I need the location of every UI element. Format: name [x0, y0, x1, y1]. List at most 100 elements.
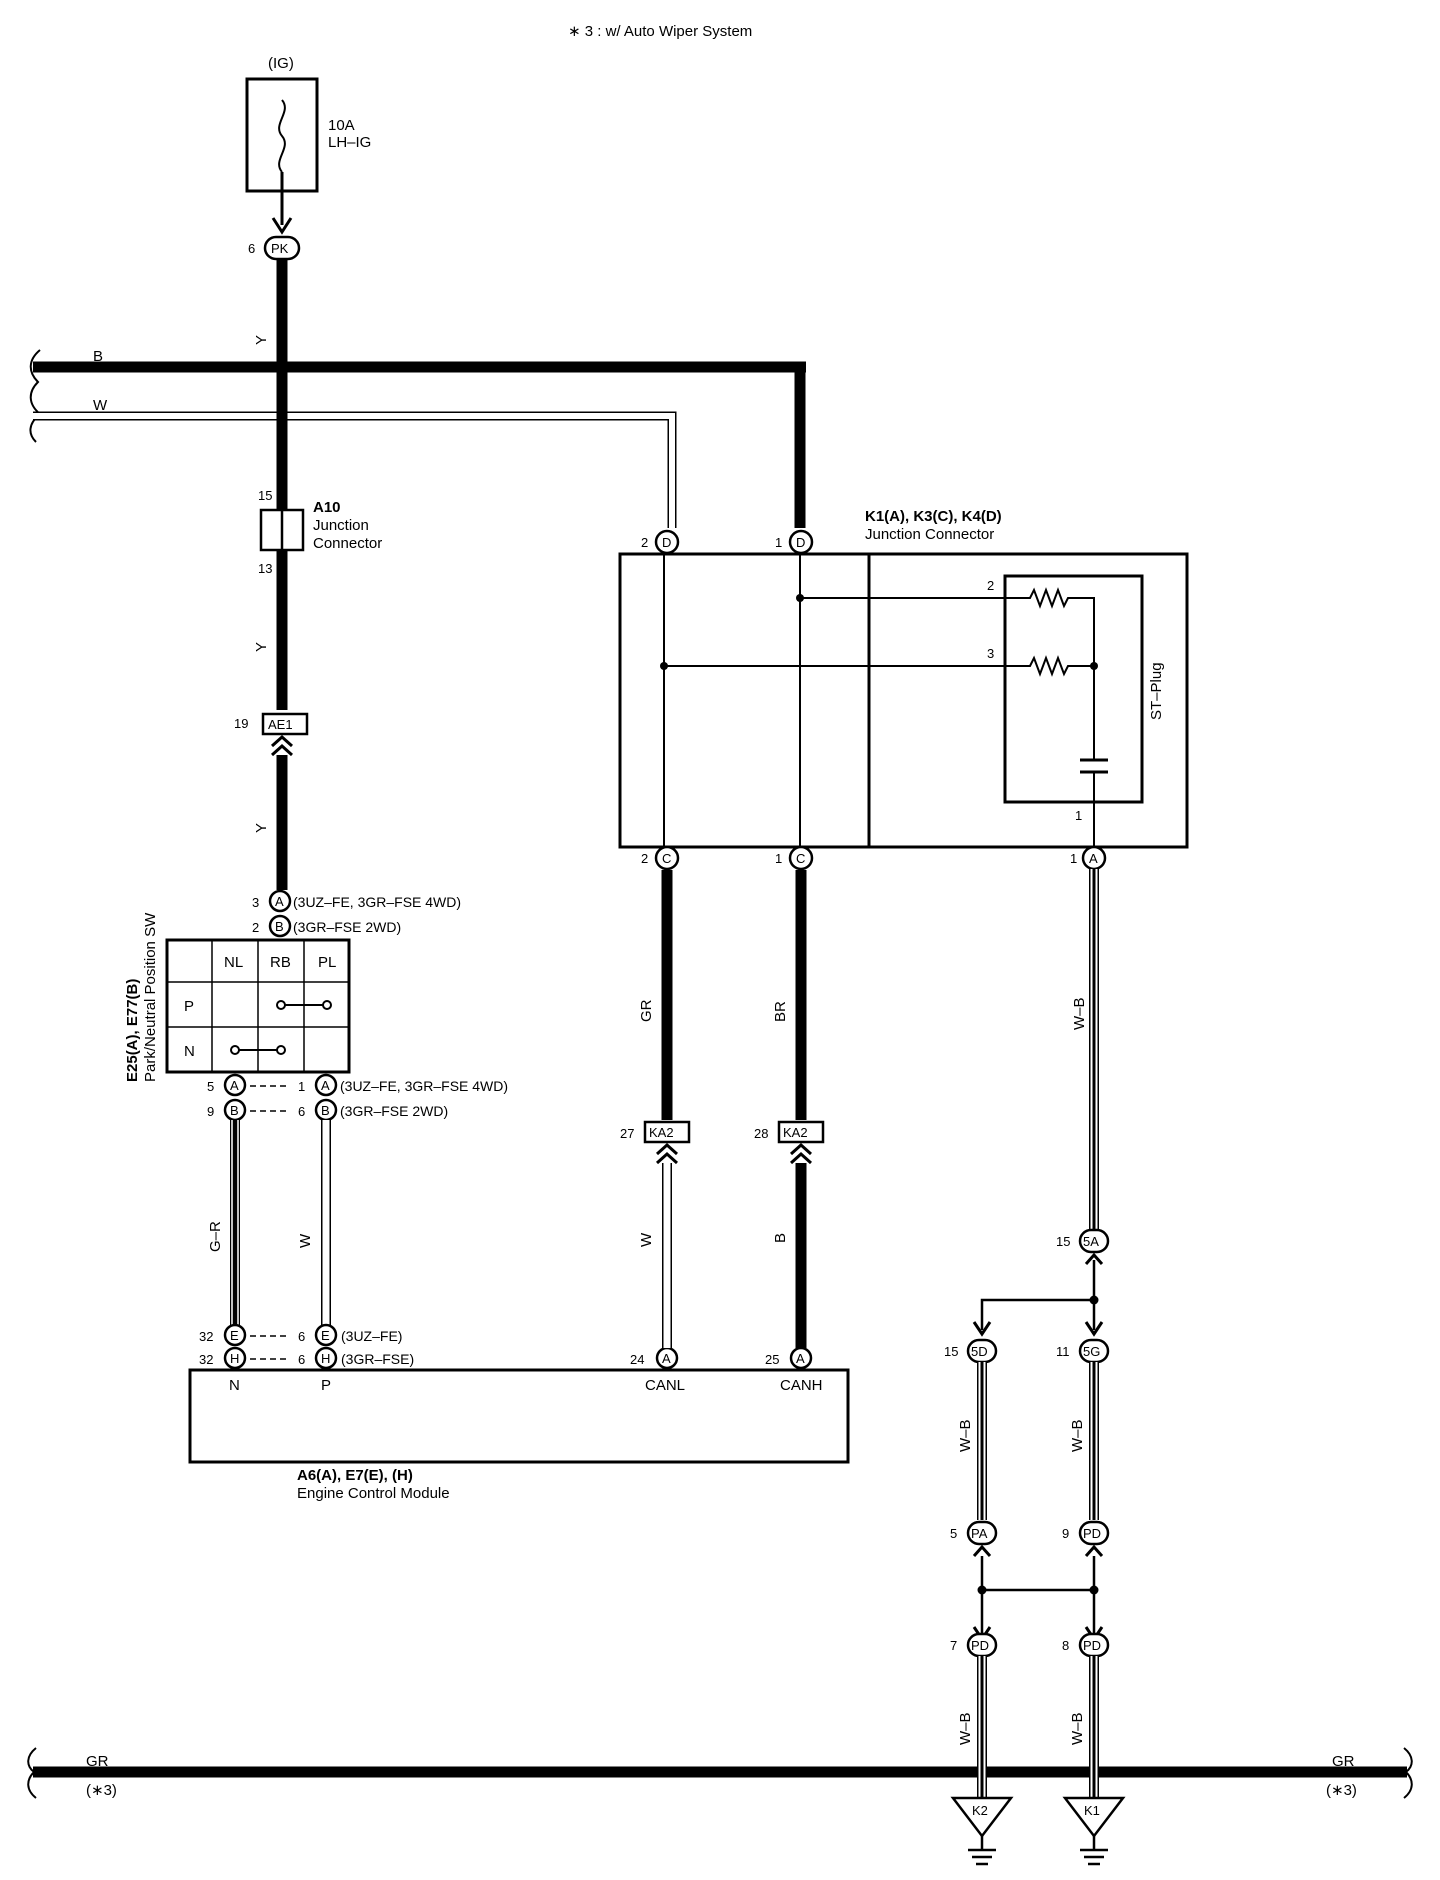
pnp-row-n: N — [184, 1043, 195, 1060]
ae1-chevron-icon — [270, 734, 294, 757]
wire-w-bus — [33, 411, 677, 528]
ecm-pin-e-left: 32 — [199, 1329, 213, 1344]
pd2-pin: 7 — [950, 1638, 957, 1653]
connector-ae1: 19 AE1 — [234, 712, 309, 757]
connector-pd-left: 7 PD — [950, 1632, 998, 1658]
resistor-1-icon — [1026, 587, 1095, 666]
header-note: ∗ 3 : w/ Auto Wiper System — [568, 23, 752, 40]
ka2-pin-right: 28 — [754, 1126, 768, 1141]
wire-y3-label: Y — [253, 823, 270, 833]
jc-id: K1(A), K3(C), K4(D) — [865, 508, 1002, 525]
pnp-bot-right-a: 1 — [298, 1079, 305, 1094]
connector-pd-upper: 9 PD — [1062, 1520, 1110, 1557]
jc-pin-c1: 1 — [775, 851, 782, 866]
connector-5a: 15 5A — [1056, 1228, 1110, 1265]
connector-5d: 15 5D — [944, 1338, 998, 1364]
pnp-switch: 3 A (3UZ–FE, 3GR–FSE 4WD) 2 B (3GR–FSE 2… — [124, 889, 508, 1122]
a10-line1: Junction — [313, 517, 369, 534]
gr-bus-note-left: (∗3) — [86, 1782, 117, 1799]
wire-wb-k2-label: W–B — [957, 1712, 974, 1745]
wire-gr-kj-label: GR — [638, 999, 655, 1022]
ecm-conn-h-right: H — [321, 1351, 330, 1366]
jc-pin-d2: 2 — [641, 535, 648, 550]
ka2-pin-left: 27 — [620, 1126, 634, 1141]
fuse-name: LH–IG — [328, 134, 371, 151]
pnp-header-pl: PL — [318, 954, 336, 971]
pnp-bot-right-b: 6 — [298, 1104, 305, 1119]
pnp-conn-b: B — [275, 919, 284, 934]
wire-b-label: B — [93, 348, 103, 365]
wire-wb-5d-label: W–B — [957, 1419, 974, 1452]
5a-pin: 15 — [1056, 1234, 1070, 1249]
wire-y1-label: Y — [253, 335, 270, 345]
ka2-right-chevron-icon — [789, 1142, 813, 1165]
pnp-bot-right-a-conn: A — [321, 1078, 330, 1093]
pnp-contact-n-icon — [230, 1045, 286, 1055]
wire-wb-5g — [1089, 1362, 1099, 1520]
pnp-note-a: (3UZ–FE, 3GR–FSE 4WD) — [293, 894, 461, 910]
jc-conn-a: A — [1089, 851, 1098, 866]
pnp-pin-b: 2 — [252, 920, 259, 935]
pnp-bot-right-b-conn: B — [321, 1103, 330, 1118]
wire-w-label: W — [93, 397, 108, 414]
ecm-terminal-p: P — [321, 1377, 331, 1394]
fuse-element-icon — [278, 99, 286, 173]
a10-junction-connector: 15 13 A10 Junction Connector — [258, 488, 382, 576]
junction-connector: K1(A), K3(C), K4(D) Junction Connector 2… — [618, 508, 1189, 871]
pnp-bot-left-b-conn: B — [230, 1103, 239, 1118]
jc-resistor-pin-2: 2 — [987, 578, 994, 593]
ecm-terminal-canh: CANH — [780, 1377, 823, 1394]
ground-k2-label: K2 — [972, 1803, 988, 1818]
pnp-note-bot-a: (3UZ–FE, 3GR–FSE 4WD) — [340, 1078, 508, 1094]
wire-wb-5d — [977, 1362, 987, 1520]
jc-plug-pin-1: 1 — [1075, 808, 1082, 823]
a10-id: A10 — [313, 499, 341, 516]
pnp-note-bot-b: (3GR–FSE 2WD) — [340, 1103, 448, 1119]
fuse-supply-label: (IG) — [268, 55, 294, 72]
jc-plug-name: ST–Plug — [1148, 662, 1165, 720]
gr-bus-label-left: GR — [86, 1753, 109, 1770]
ecm-pin-h-right: 6 — [298, 1352, 305, 1367]
ka2-label-left: KA2 — [649, 1125, 674, 1140]
jc-pin-a1: 1 — [1070, 851, 1077, 866]
pd1-pin: 9 — [1062, 1526, 1069, 1541]
pk-pin: 6 — [248, 241, 255, 256]
ecm-conn-e-right: E — [321, 1328, 330, 1343]
fuse-arrow-icon — [271, 217, 293, 235]
pnp-name: Park/Neutral Position SW — [142, 912, 159, 1082]
pk-label: PK — [271, 241, 289, 256]
wire-w-can-label: W — [638, 1232, 655, 1247]
ecm-conn-a-canh: A — [796, 1351, 805, 1366]
gr-bus-label-right: GR — [1332, 1753, 1355, 1770]
a10-pin-top: 15 — [258, 488, 272, 503]
ground-k1-label: K1 — [1084, 1803, 1100, 1818]
wire-gr-ecm-label: G–R — [207, 1221, 224, 1252]
pd3-pin: 8 — [1062, 1638, 1069, 1653]
connector-pa: 5 PA — [950, 1520, 998, 1557]
pnp-id: E25(A), E77(B) — [124, 979, 141, 1082]
ecm-pin-h-left: 32 — [199, 1352, 213, 1367]
connector-ka2-right: 28 KA2 — [754, 1120, 825, 1165]
ecm-conn-a-canl: A — [662, 1351, 671, 1366]
pd2-label: PD — [971, 1638, 989, 1653]
pa-chevron-icon — [972, 1544, 992, 1557]
wire-b-can-label: B — [772, 1233, 789, 1243]
5d-label: 5D — [971, 1344, 988, 1359]
ecm-pin-canh: 25 — [765, 1352, 779, 1367]
jc-conn-c-right: C — [796, 851, 805, 866]
pa-pin: 5 — [950, 1526, 957, 1541]
ecm-pin-e-right: 6 — [298, 1329, 305, 1344]
pd1-label: PD — [1083, 1526, 1101, 1541]
jc-conn-d-left: D — [662, 535, 671, 550]
bus-bracket-icon — [29, 349, 42, 443]
jc-pin-c2: 2 — [641, 851, 648, 866]
ecm-note-h: (3GR–FSE) — [341, 1351, 414, 1367]
pnp-bot-left-b: 9 — [207, 1104, 214, 1119]
fuse-rating: 10A — [328, 117, 355, 134]
jc-pin-d1: 1 — [775, 535, 782, 550]
ecm-note-e: (3UZ–FE) — [341, 1328, 402, 1344]
gr-bus-note-right: (∗3) — [1326, 1782, 1357, 1799]
pnp-bot-left-a: 5 — [207, 1079, 214, 1094]
5g-pin: 11 — [1056, 1344, 1070, 1359]
